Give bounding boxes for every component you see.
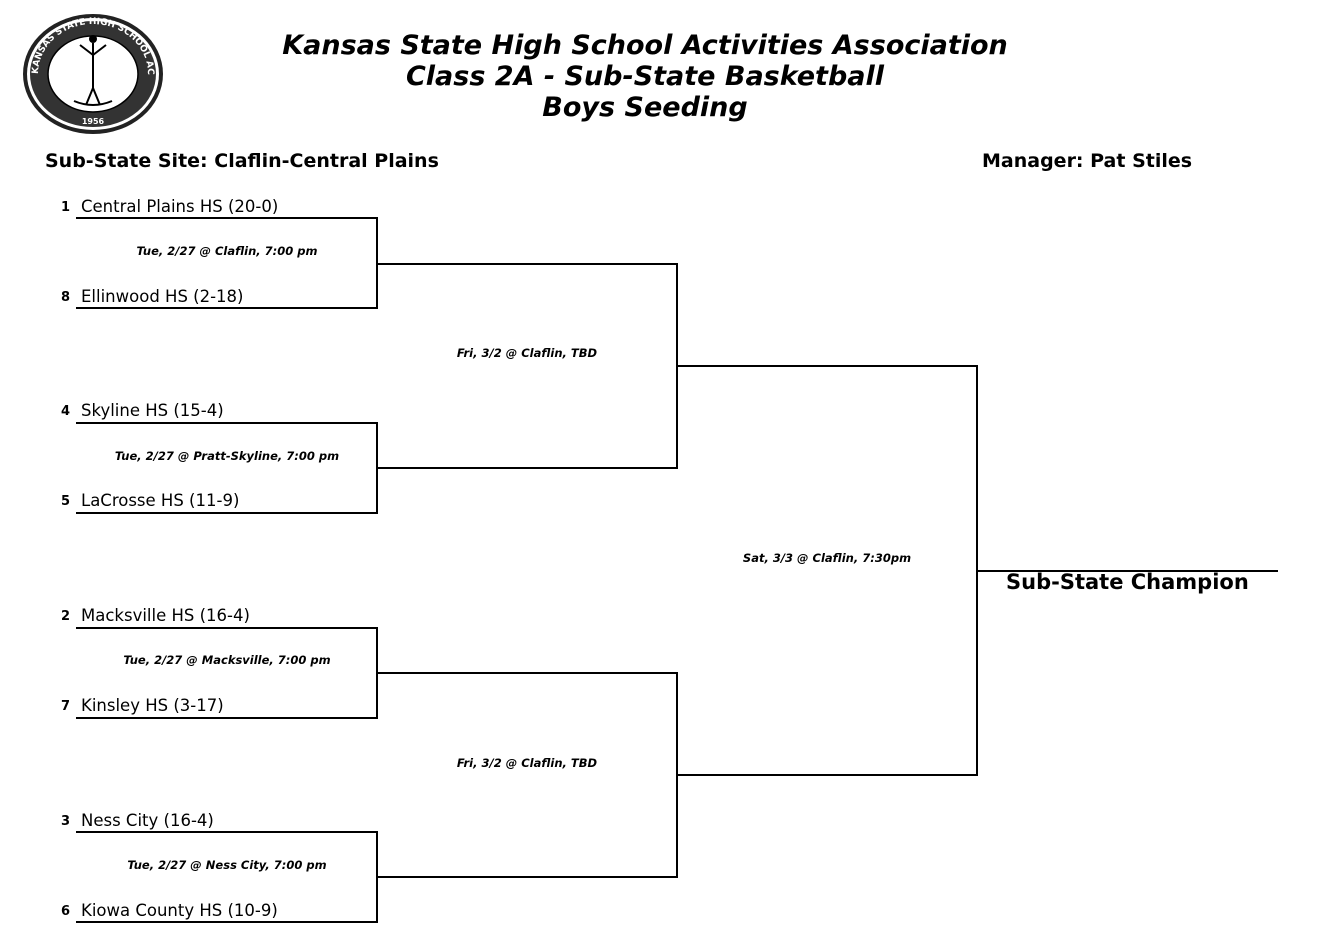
team-name: LaCrosse HS (11-9) [81, 491, 240, 510]
bracket-line [676, 774, 978, 776]
title-line-1: Kansas State High School Activities Asso… [282, 30, 1008, 61]
bracket-line [76, 422, 378, 424]
seed-number: 2 [61, 609, 71, 624]
game-info: Fri, 3/2 @ Claflin, TBD [456, 346, 598, 360]
seed-number: 3 [61, 814, 71, 829]
bracket-line [76, 921, 378, 923]
seed-number: 6 [61, 904, 71, 919]
bracket-line [76, 217, 378, 219]
bracket-line [76, 512, 378, 514]
title-line-3: Boys Seeding [542, 92, 748, 123]
bracket-line [76, 307, 378, 309]
seed-number: 8 [61, 290, 71, 305]
seed-number: 1 [61, 200, 71, 215]
team-name: Kinsley HS (3-17) [81, 696, 224, 715]
title-line-2: Class 2A - Sub-State Basketball [405, 61, 885, 92]
seed-number: 5 [61, 494, 71, 509]
association-seal-logo: KANSAS STATE HIGH SCHOOL ACTIVITIES ASSO… [22, 13, 163, 134]
team-name: Ness City (16-4) [81, 811, 214, 830]
game-info: Tue, 2/27 @ Ness City, 7:00 pm [127, 858, 327, 872]
team-name: Central Plains HS (20-0) [81, 197, 279, 216]
bracket-line [376, 876, 678, 878]
seed-number: 7 [61, 699, 71, 714]
manager-name: Manager: Pat Stiles [982, 150, 1193, 172]
team-name: Macksville HS (16-4) [81, 606, 250, 625]
bracket-line [76, 831, 378, 833]
game-info: Tue, 2/27 @ Pratt-Skyline, 7:00 pm [114, 449, 340, 463]
bracket-line [76, 627, 378, 629]
bracket-line [76, 717, 378, 719]
game-info: Sat, 3/3 @ Claflin, 7:30pm [742, 551, 912, 565]
sub-state-site: Sub-State Site: Claflin-Central Plains [45, 150, 439, 172]
game-info: Fri, 3/2 @ Claflin, TBD [456, 756, 598, 770]
bracket-line [376, 467, 678, 469]
team-name: Ellinwood HS (2-18) [81, 287, 244, 306]
bracket-line [976, 570, 1278, 572]
game-info: Tue, 2/27 @ Macksville, 7:00 pm [123, 653, 331, 667]
seal-year: 1956 [82, 117, 105, 126]
champion-label: Sub-State Champion [1006, 570, 1249, 594]
team-name: Kiowa County HS (10-9) [81, 901, 278, 920]
seed-number: 4 [61, 404, 71, 419]
team-name: Skyline HS (15-4) [81, 401, 224, 420]
game-info: Tue, 2/27 @ Claflin, 7:00 pm [136, 244, 318, 258]
bracket-line [376, 672, 678, 674]
bracket-line [376, 263, 678, 265]
bracket-line [676, 365, 978, 367]
